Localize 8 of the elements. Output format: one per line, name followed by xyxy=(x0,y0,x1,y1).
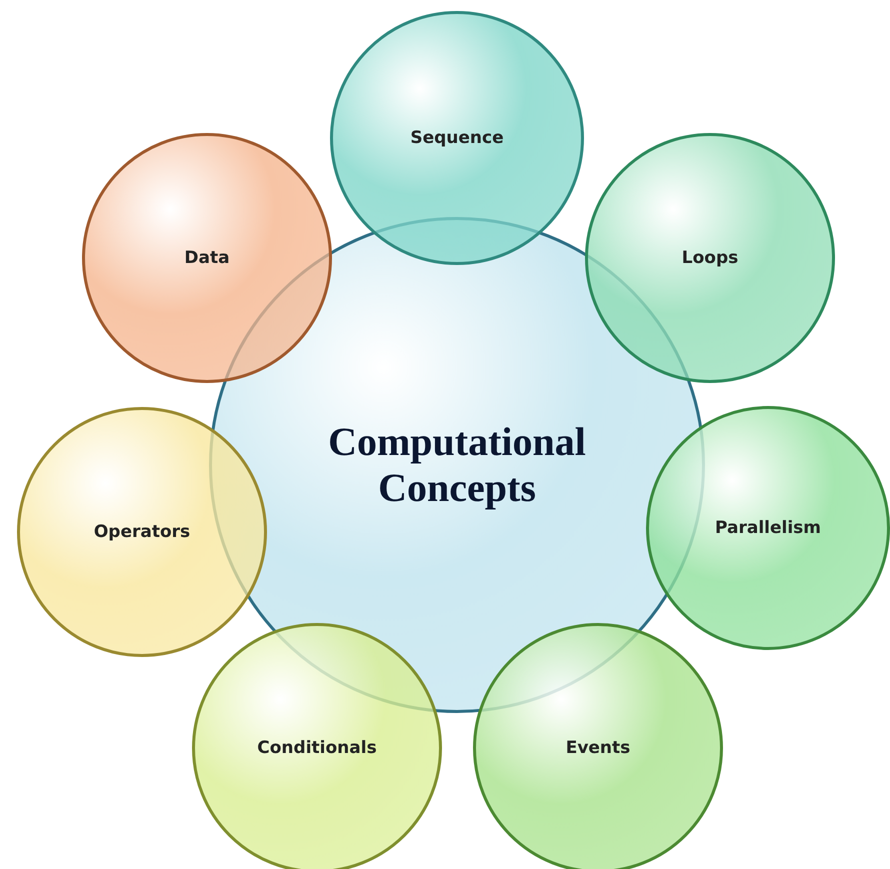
concept-label: Operators xyxy=(94,522,190,542)
concept-label: Loops xyxy=(682,248,738,268)
center-title: Computational Concepts xyxy=(327,419,587,511)
concept-label: Conditionals xyxy=(257,738,377,758)
concept-label: Data xyxy=(184,248,230,268)
concept-label: Parallelism xyxy=(714,518,821,538)
concept-label: Events xyxy=(566,738,630,758)
concept-label: Sequence xyxy=(410,128,504,148)
